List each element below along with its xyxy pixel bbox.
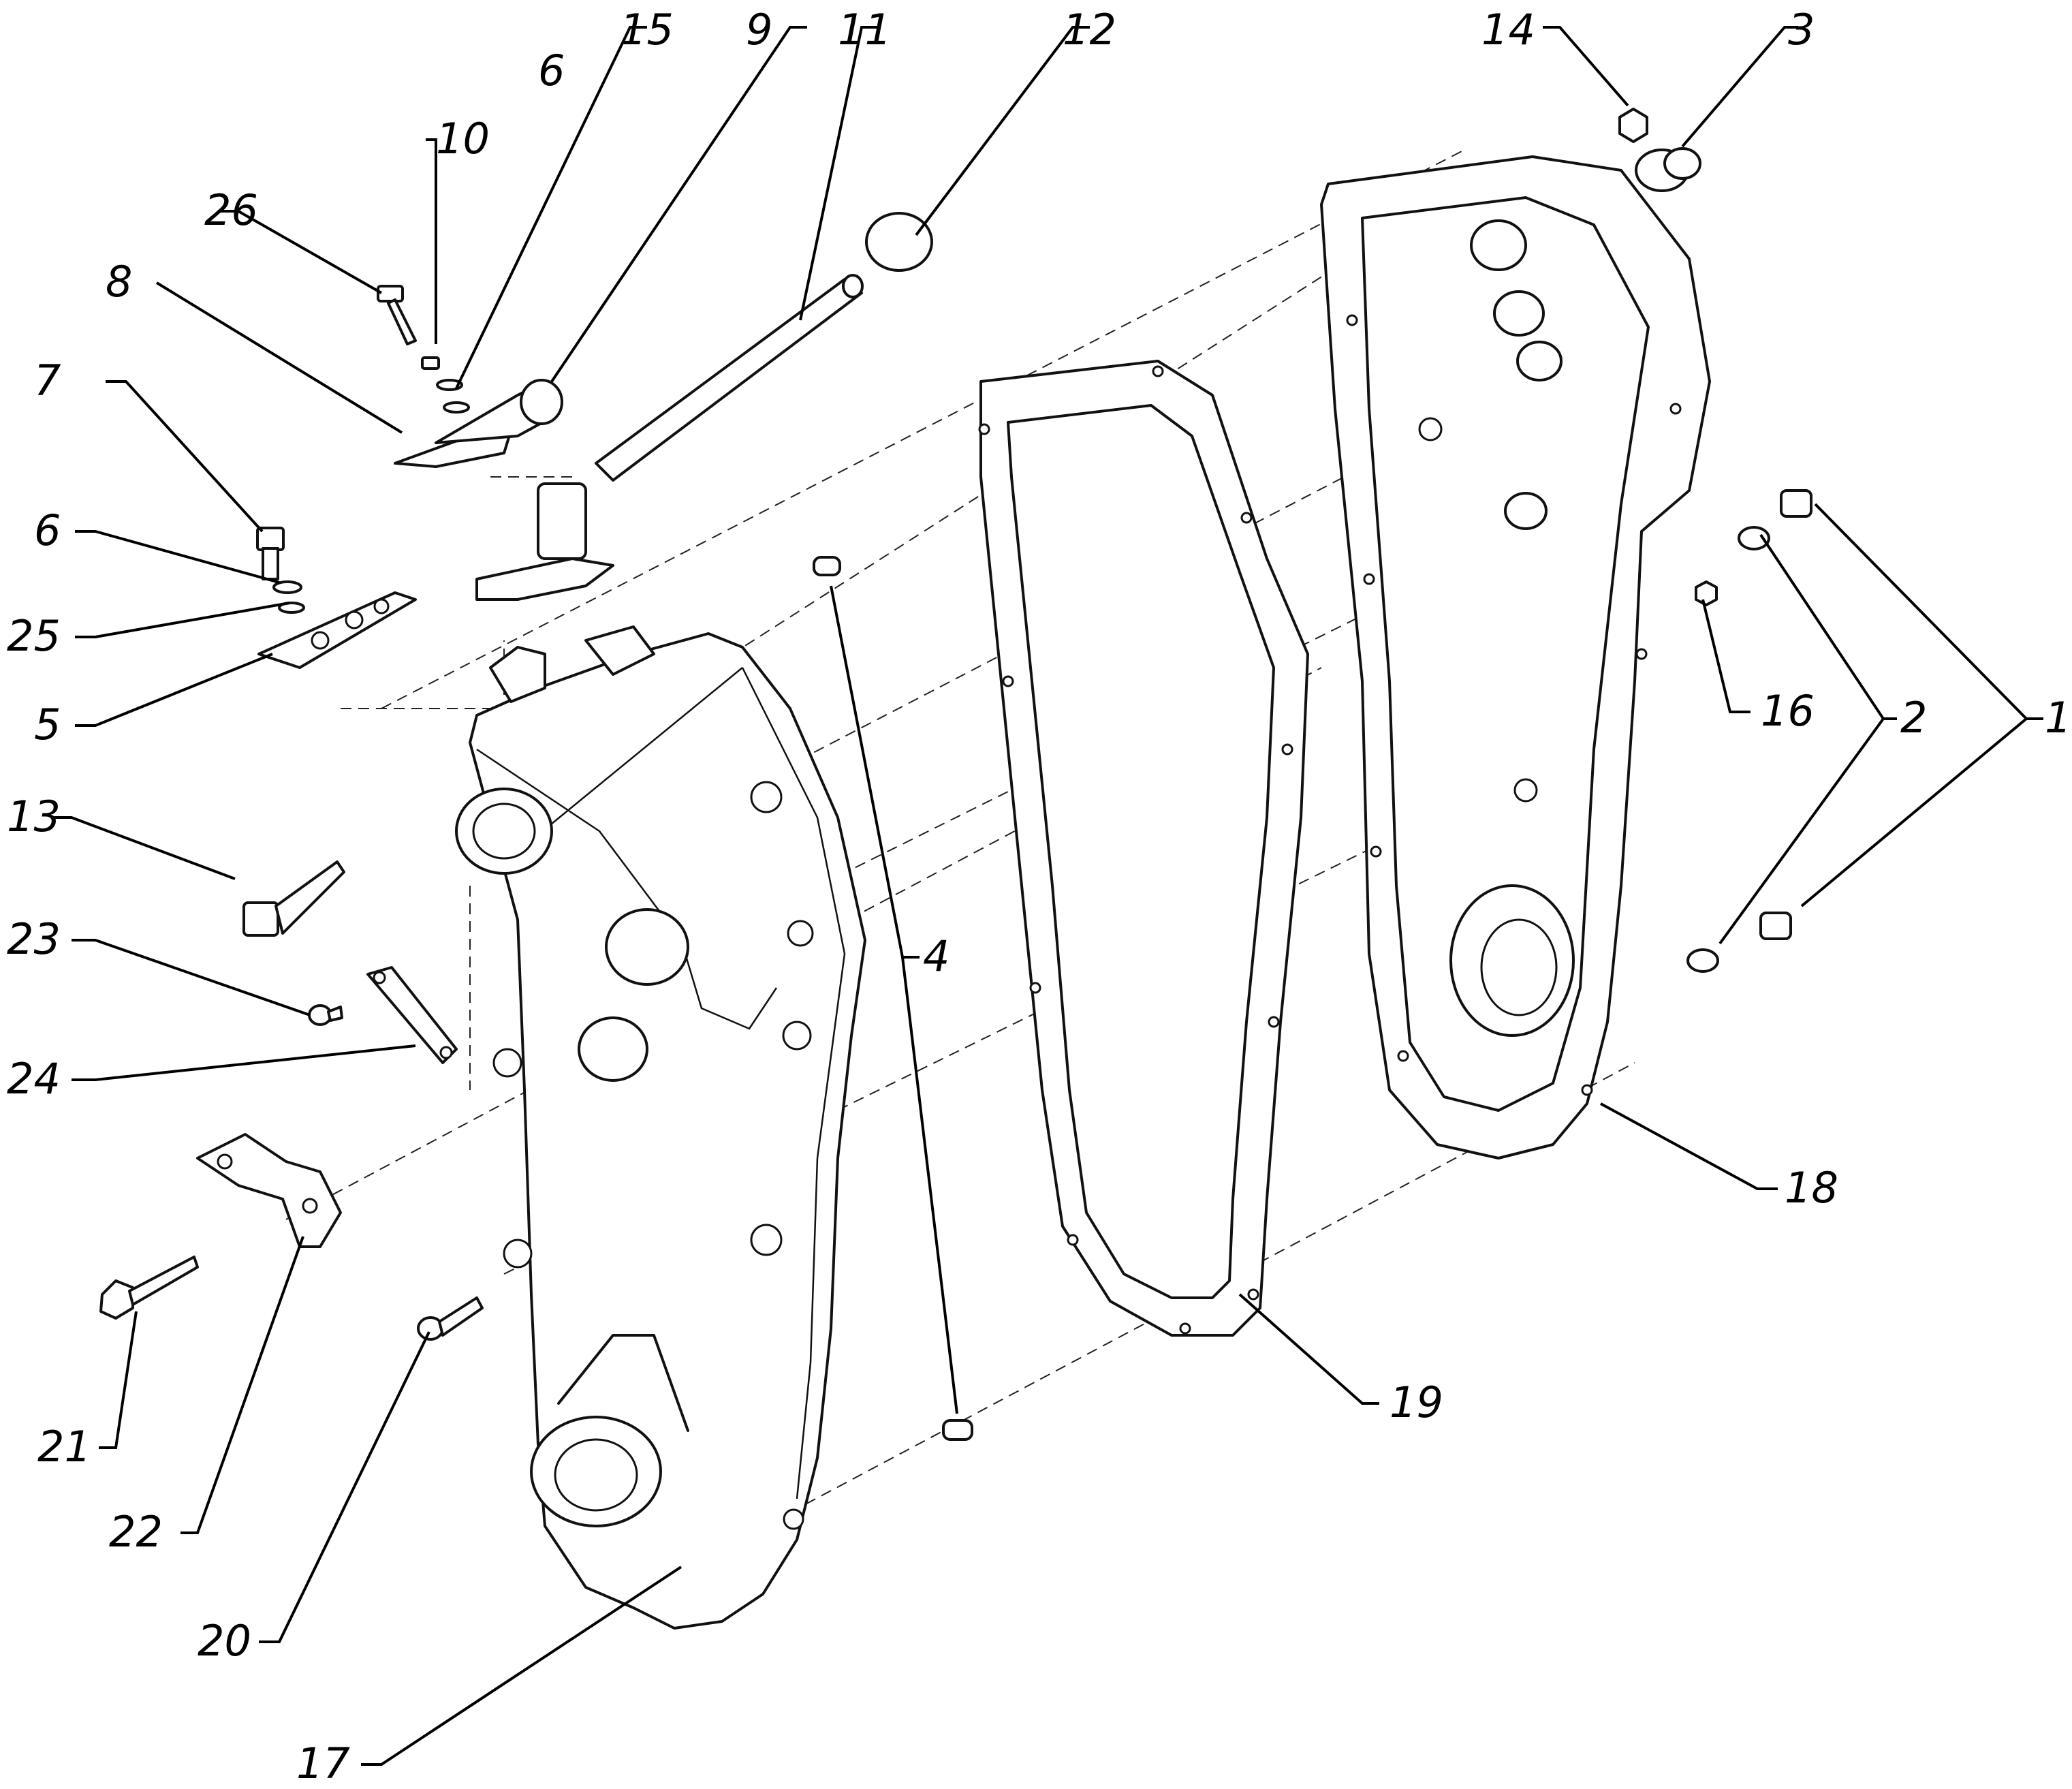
front-housing-17	[455, 625, 866, 1630]
callout-24: 24	[7, 1054, 61, 1104]
callout-13: 13	[7, 792, 61, 841]
callout-20: 20	[198, 1616, 251, 1666]
screw-26-10	[377, 285, 470, 414]
callout-22: 22	[109, 1507, 163, 1557]
bolt-20	[417, 1296, 484, 1341]
callout-6b: 6	[538, 46, 565, 95]
callout-1: 1	[2045, 693, 2071, 743]
rear-housing-18	[1320, 155, 1711, 1160]
callout-16: 16	[1761, 686, 1815, 736]
nut-16	[1695, 580, 1718, 606]
bolt-13	[242, 860, 345, 937]
callout-10: 10	[436, 114, 490, 164]
cap-12	[865, 212, 933, 272]
strap-24	[366, 966, 458, 1064]
bolt-1	[1759, 489, 1812, 940]
callout-3: 3	[1788, 5, 1815, 55]
nut-14	[1618, 108, 1648, 143]
callout-14: 14	[1481, 5, 1535, 55]
pin-bracket	[475, 482, 614, 601]
callout-5: 5	[34, 700, 61, 749]
callout-6a: 6	[34, 505, 61, 555]
pin-4	[813, 556, 973, 1441]
callout-15: 15	[620, 5, 674, 55]
callout-8: 8	[106, 257, 132, 307]
callout-17: 17	[296, 1739, 350, 1788]
callout-12: 12	[1063, 5, 1116, 55]
callout-25: 25	[7, 611, 61, 661]
plate-5	[257, 591, 417, 669]
callout-19: 19	[1390, 1378, 1443, 1427]
bolt-21	[99, 1256, 199, 1320]
shaft-11	[595, 274, 864, 482]
callout-7: 7	[34, 356, 61, 405]
callout-11: 11	[838, 5, 892, 55]
leader-lines	[51, 26, 2043, 1766]
callout-18: 18	[1785, 1163, 1838, 1213]
bolt-7	[256, 527, 305, 614]
callout-21: 21	[37, 1422, 91, 1472]
callout-23: 23	[7, 914, 61, 964]
callout-9: 9	[746, 5, 772, 55]
callout-labels: 1 2 3 4 5 6 6 7 8 9 10 11 12 13 14 15 16…	[7, 5, 2071, 1788]
callout-4: 4	[923, 931, 949, 981]
bushing-3	[1635, 147, 1701, 192]
lever-assembly-8-9	[394, 379, 563, 468]
washer-2	[1686, 526, 1770, 973]
gasket-19	[978, 360, 1309, 1337]
callout-26: 26	[204, 185, 258, 235]
callout-2: 2	[1900, 693, 1927, 743]
bracket-22	[196, 1133, 342, 1248]
screw-23	[308, 1004, 343, 1026]
